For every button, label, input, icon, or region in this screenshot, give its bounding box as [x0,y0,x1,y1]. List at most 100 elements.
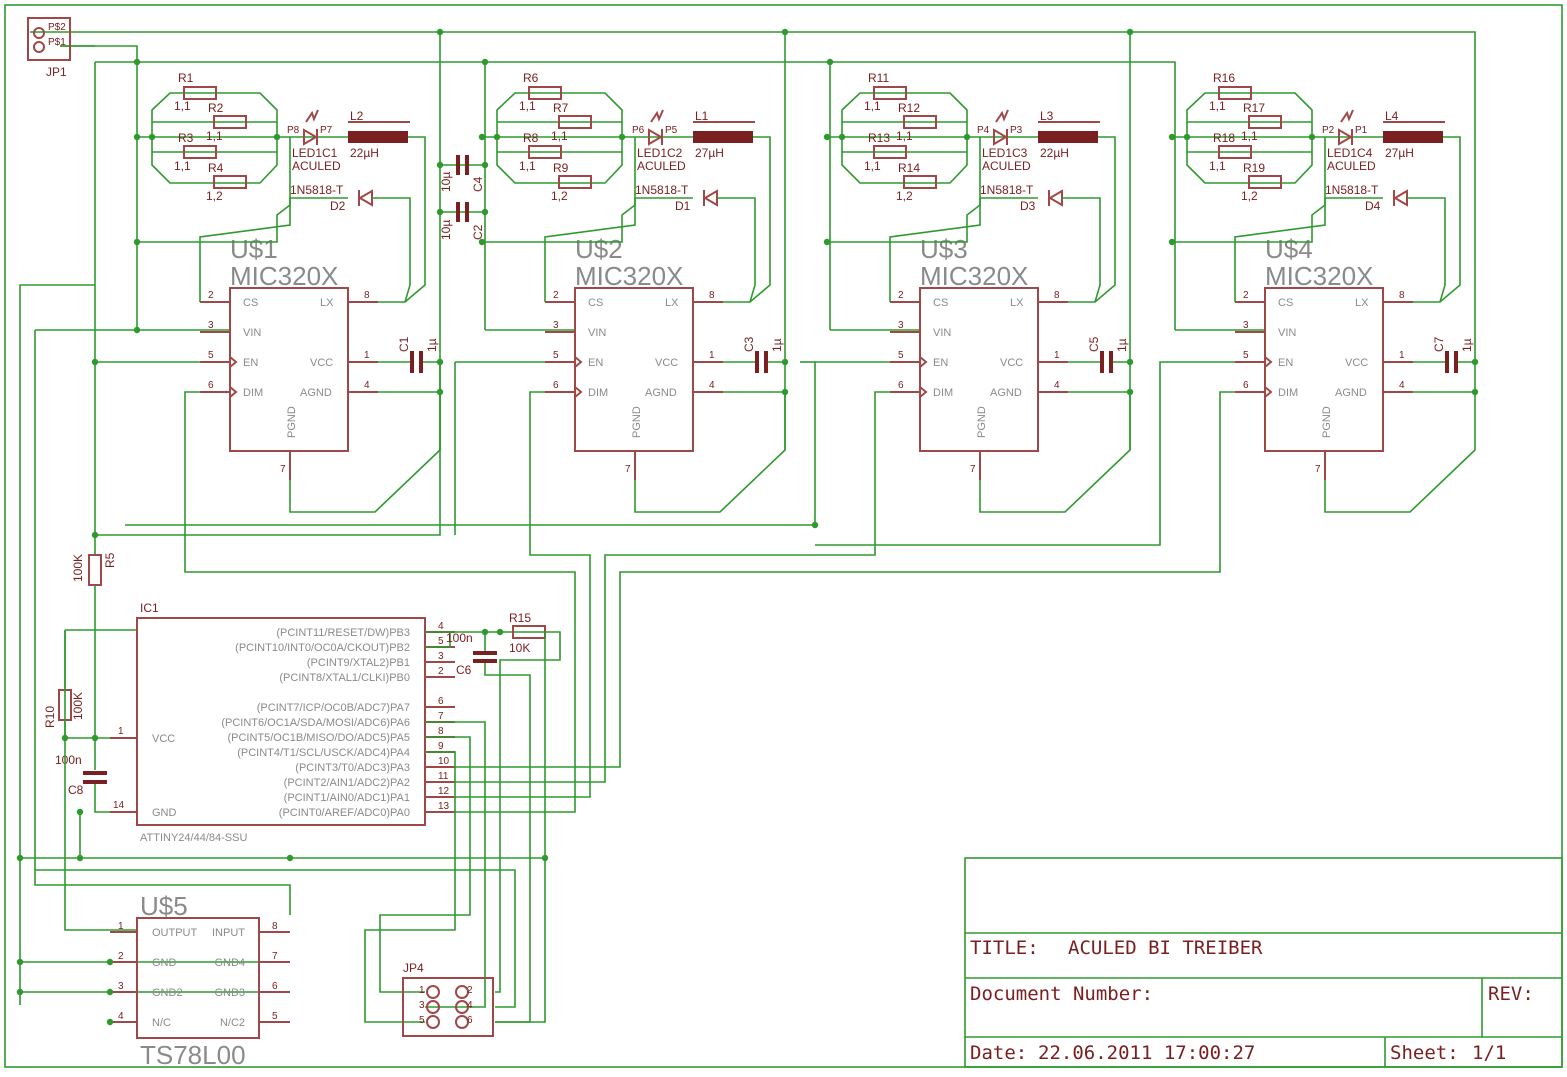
junction-dot [478,238,486,246]
u5-pin-label: GND4 [214,957,245,969]
resistor [528,145,562,159]
resistor-name: R16 [1213,71,1235,85]
pin-num: 6 [553,380,559,391]
resistor-value: 1,1 [864,159,881,173]
resistor-value: 1,2 [1241,189,1258,203]
cap-plate [1445,351,1449,373]
u5-pin-num: 7 [272,951,278,962]
junction-dot [811,521,819,529]
u5-pin-label: GND3 [214,987,245,999]
resistor-value: 1,1 [864,99,881,113]
junction-dot [286,854,294,862]
u5-pin-num: 8 [272,921,278,932]
pin-label: CS [588,297,603,309]
lx-net [723,136,771,303]
inductor [1383,131,1443,143]
diode-name: D1 [675,199,691,213]
junction-dot [823,133,831,141]
ic1-gnd-label: GND [152,807,177,819]
driver-channel-2: U$2MIC320X2CS3VIN5EN6DIM8LX1VCC4AGND7PGN… [482,71,785,480]
u5-pin-label: OUTPUT [152,927,198,939]
led-symbol [993,128,1008,146]
junction-dot [541,854,549,862]
ic1-pin-num: 5 [438,636,444,647]
pin-label: DIM [588,387,608,399]
c8-name: C8 [68,783,84,797]
junction-dot [1126,358,1134,366]
pin-num: 2 [208,290,214,301]
resistor-name: R4 [208,161,224,175]
resistor [1248,175,1282,189]
resistor-value: 1,1 [551,129,568,143]
ic1-pin-label: (PCINT5/OC1B/MISO/DO/ADC5)PA5 [227,732,410,744]
resistor-value: 1,1 [174,99,191,113]
driver-channel-1: U$1MIC320X2CS3VIN5EN6DIM8LX1VCC4AGND7PGN… [137,71,440,480]
ic1-pin-num: 13 [438,801,450,812]
pin-label: CS [933,297,948,309]
u5-part: TS78L00 [140,1040,246,1070]
pin-label: VIN [1278,327,1296,339]
led-symbol [648,128,663,146]
u5-pin-num: 2 [118,951,124,962]
resistor [1218,145,1252,159]
lx-net [378,136,426,303]
resistor-value: 1,2 [206,189,223,203]
junction-dot [1471,388,1479,396]
led-name: LED1C3 [982,146,1028,160]
cs-net [482,137,636,243]
pin-label: VCC [655,357,678,369]
inductor-name: L3 [1040,109,1054,123]
junction-dot [481,161,489,169]
ic1-name: IC1 [140,601,159,615]
resistor-name: R7 [553,101,569,115]
junction-dot [1183,133,1191,141]
diode-net [372,197,411,303]
dim-clock [1264,386,1273,398]
junction-dot [496,628,504,636]
jp4-pin [455,985,469,999]
c2-value: 10µ [439,220,453,240]
resistor-value: 1,1 [206,129,223,143]
junction-dot [781,28,789,36]
cs-net [827,137,981,243]
pin-label: LX [665,297,679,309]
junction-dot [493,133,501,141]
junction-dot [436,208,444,216]
pin-num: 2 [898,290,904,301]
jp4-pin-num: 1 [419,985,425,996]
r10-value: 100K [71,692,85,720]
resistor-value: 1,2 [896,189,913,203]
pin-num: 5 [208,350,214,361]
resistor [873,86,907,100]
pin-num: 1 [1054,350,1060,361]
pin-label: AGND [1335,387,1367,399]
led-pin-k: P3 [1010,125,1023,136]
ic1-pin-num: 8 [438,726,444,737]
led-pin-a: P4 [977,125,990,136]
title-value: ACULED BI TREIBER [1068,937,1263,959]
pin-num: 5 [553,350,559,361]
resistor-name: R14 [898,161,920,175]
r15-name: R15 [509,611,531,625]
junction-dot [148,133,156,141]
pin-num: 1 [1399,350,1405,361]
c8-value: 100n [55,753,82,767]
ic1-pin-label: (PCINT6/OC1A/SDA/MOSI/ADC6)PA6 [221,717,410,729]
led-name: LED1C1 [292,146,338,160]
u5-pin-label: N/C [152,1017,171,1029]
jp4-pin-num: 5 [419,1015,425,1026]
jp4-pin [426,1015,440,1029]
ic1-pin-num: 11 [438,771,449,782]
pin-label: PGND [1321,406,1333,438]
ic1-pin1-num: 1 [118,726,124,737]
en-clock [919,356,928,368]
ic1-pin-label: (PCINT10/INT0/OC0A/CKOUT)PB2 [235,642,410,654]
mic320x-name: U$3 [920,234,968,264]
title-label: TITLE: [970,937,1039,959]
junction-dot [838,133,846,141]
driver-channel-4: U$4MIC320X2CS3VIN5EN6DIM8LX1VCC4AGND7PGN… [1172,71,1475,480]
resistor [1218,86,1252,100]
dim-clock [574,386,583,398]
